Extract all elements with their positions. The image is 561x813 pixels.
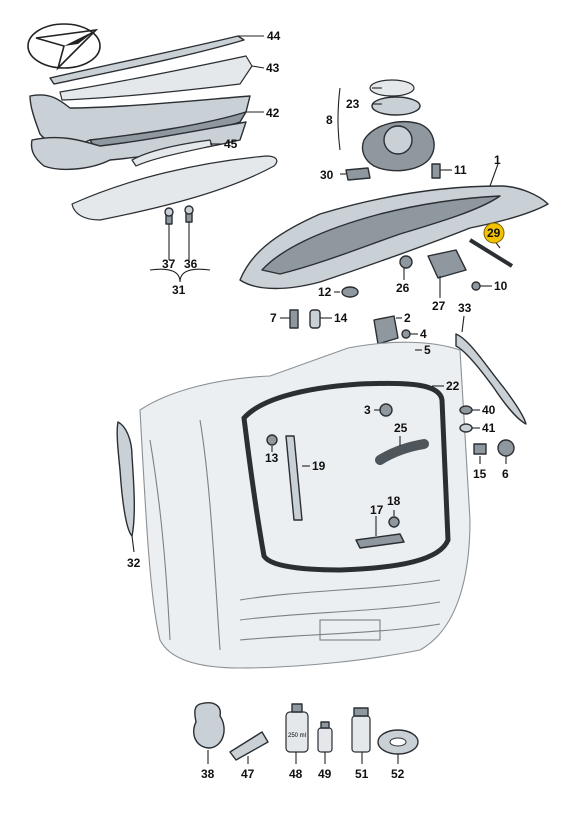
tube-38 bbox=[192, 702, 225, 749]
trim-32 bbox=[116, 421, 136, 537]
label-15: 15 bbox=[473, 467, 487, 481]
strip-33 bbox=[455, 333, 527, 425]
label-42: 42 bbox=[266, 106, 280, 120]
buffer-41 bbox=[459, 423, 473, 433]
spoiler-trim-43 bbox=[59, 55, 253, 101]
label-8: 8 bbox=[326, 113, 333, 127]
screw-4 bbox=[401, 329, 411, 339]
label-6: 6 bbox=[502, 467, 509, 481]
bolt-11 bbox=[431, 163, 441, 179]
tailgate-window bbox=[261, 195, 501, 275]
pad-30 bbox=[345, 167, 371, 181]
label-51: 51 bbox=[355, 767, 369, 781]
label-41: 41 bbox=[482, 421, 496, 435]
seal-22 bbox=[241, 380, 451, 573]
cap-12 bbox=[341, 286, 359, 298]
hose-25 bbox=[375, 439, 429, 465]
label-29: 29 bbox=[487, 226, 501, 240]
label-7: 7 bbox=[270, 311, 277, 325]
canister-51 bbox=[351, 707, 371, 753]
label-5: 5 bbox=[424, 343, 431, 357]
bolt-10 bbox=[471, 281, 481, 291]
label-12: 12 bbox=[318, 285, 332, 299]
label-37: 37 bbox=[162, 257, 176, 271]
label-10: 10 bbox=[494, 279, 508, 293]
label-40: 40 bbox=[482, 403, 496, 417]
label-26: 26 bbox=[396, 281, 410, 295]
label-3: 3 bbox=[364, 403, 371, 417]
label-49: 49 bbox=[318, 767, 332, 781]
label-1: 1 bbox=[494, 153, 501, 167]
fastener-37 bbox=[164, 207, 174, 225]
emblem-23a bbox=[369, 79, 415, 97]
label-45: 45 bbox=[224, 137, 238, 151]
handle-motor-wheel bbox=[383, 125, 413, 155]
label-13: 13 bbox=[265, 451, 279, 465]
brand-arrow-icon bbox=[27, 23, 101, 71]
clip-3 bbox=[379, 403, 393, 417]
label-22: 22 bbox=[446, 379, 460, 393]
tape-roll-52 bbox=[377, 729, 419, 755]
bottle-48-text: 250 ml bbox=[288, 733, 306, 739]
label-47: 47 bbox=[241, 767, 255, 781]
label-32: 32 bbox=[127, 556, 141, 570]
pin-15 bbox=[473, 443, 487, 455]
nut-26 bbox=[399, 255, 413, 269]
label-33: 33 bbox=[458, 301, 472, 315]
emblem-23b bbox=[371, 96, 421, 116]
label-30: 30 bbox=[320, 168, 334, 182]
bottle-49 bbox=[317, 721, 333, 753]
label-48: 48 bbox=[289, 767, 303, 781]
knob-6 bbox=[497, 439, 515, 457]
car-body bbox=[139, 341, 471, 669]
spoiler-strip-44 bbox=[49, 35, 245, 85]
bracket-2 bbox=[373, 315, 399, 345]
tube-47 bbox=[229, 731, 269, 761]
label-38: 38 bbox=[201, 767, 215, 781]
label-14: 14 bbox=[334, 311, 348, 325]
label-4: 4 bbox=[420, 327, 427, 341]
label-18: 18 bbox=[387, 494, 401, 508]
lock-27 bbox=[427, 249, 467, 279]
rod-29 bbox=[468, 238, 514, 268]
seal-45 bbox=[131, 139, 213, 167]
label-25: 25 bbox=[394, 421, 408, 435]
highlight-29 bbox=[483, 222, 505, 244]
striker-17 bbox=[355, 533, 405, 549]
label-43: 43 bbox=[266, 61, 280, 75]
part-14 bbox=[309, 309, 321, 329]
part-7 bbox=[289, 309, 299, 329]
label-2: 2 bbox=[404, 311, 411, 325]
leader-lines bbox=[131, 35, 507, 764]
label-23: 23 bbox=[346, 97, 360, 111]
label-36: 36 bbox=[184, 257, 198, 271]
label-52: 52 bbox=[391, 767, 405, 781]
part-labels: 44 43 42 45 37 36 31 23 8 11 30 1 29 12 … bbox=[127, 29, 509, 781]
nut-18 bbox=[388, 516, 400, 528]
label-44: 44 bbox=[267, 29, 281, 43]
glass-panel bbox=[71, 155, 278, 221]
label-17: 17 bbox=[370, 503, 384, 517]
bottle-48: 250 ml bbox=[285, 703, 309, 753]
label-27: 27 bbox=[432, 299, 446, 313]
label-19: 19 bbox=[312, 459, 326, 473]
strut-19 bbox=[285, 435, 303, 521]
buffer-40 bbox=[459, 405, 473, 415]
label-11: 11 bbox=[454, 163, 467, 177]
label-31: 31 bbox=[172, 283, 186, 297]
fastener-36 bbox=[184, 205, 194, 223]
ball-stud-13 bbox=[266, 434, 278, 446]
